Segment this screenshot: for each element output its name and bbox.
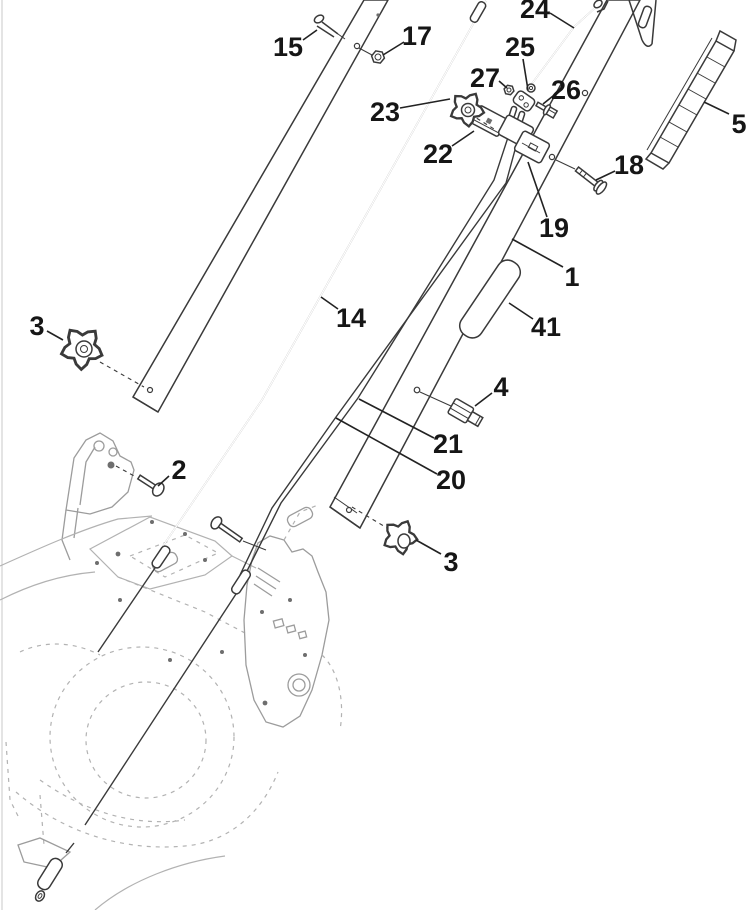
callout-label-4: 4 — [493, 372, 508, 402]
cable-24 — [526, 0, 603, 93]
leader-20 — [335, 417, 438, 475]
callout-label-14: 14 — [336, 303, 366, 333]
callout-label-15: 15 — [273, 32, 303, 62]
bolt-18-hole — [548, 153, 556, 161]
cable-end-fitting — [36, 857, 64, 891]
foam-pad-41 — [458, 259, 522, 339]
callout-label-20: 20 — [436, 465, 466, 495]
callout-label-41: 41 — [531, 312, 561, 342]
callout-label-3-right: 3 — [443, 547, 458, 577]
hex-nut-17 — [370, 50, 386, 64]
callout-label-17: 17 — [402, 21, 432, 51]
deck-bore — [19, 643, 235, 828]
leader-24 — [549, 12, 575, 29]
callouts: 24 15 17 25 27 26 23 22 5 18 19 1 41 14 … — [29, 0, 746, 577]
callout-label-21: 21 — [433, 429, 463, 459]
cable-conduit-14 — [97, 0, 487, 653]
callout-label-24: 24 — [520, 0, 550, 24]
callout-label-19: 19 — [539, 213, 569, 243]
callout-label-25: 25 — [505, 32, 535, 62]
leader-14 — [320, 296, 339, 310]
star-knob-3-left — [57, 321, 145, 388]
bolt-18 — [555, 159, 608, 195]
leader-17 — [382, 41, 405, 56]
leader-3-left — [46, 330, 64, 341]
leader-41 — [508, 302, 534, 320]
clamp-assembly — [448, 84, 559, 164]
callout-label-3-left: 3 — [29, 311, 44, 341]
star-knob-3-right — [351, 506, 421, 558]
leader-21 — [358, 398, 435, 439]
star-knob-23 — [448, 88, 489, 130]
tube-hole — [353, 42, 361, 50]
upper-tube-stub — [628, 0, 657, 47]
leader-lines — [46, 12, 730, 555]
deck-left-bracket — [61, 432, 135, 561]
leader-26 — [542, 95, 554, 105]
grip-rungs — [659, 56, 726, 148]
callout-label-23: 23 — [370, 97, 400, 127]
tube-notch — [596, 0, 609, 13]
deck-right-bracket — [243, 504, 343, 731]
cable-24-eyelet — [593, 0, 603, 9]
cable-lower-run — [34, 569, 252, 902]
leader-3-right — [415, 539, 442, 555]
cable-clamp-25 — [512, 90, 536, 112]
deck-bottom-rim — [5, 741, 279, 910]
leader-22 — [451, 130, 475, 147]
cable-connector — [230, 569, 252, 595]
leader-23 — [399, 98, 451, 109]
hand-grip-5 — [644, 29, 737, 170]
cable-14-connector — [151, 545, 171, 569]
callout-label-2: 2 — [171, 455, 186, 485]
carriage-bolt-right — [210, 516, 267, 551]
flange-nut-27 — [503, 84, 515, 96]
mower-deck — [0, 432, 343, 910]
callout-label-1: 1 — [564, 262, 579, 292]
leader-18 — [595, 170, 616, 181]
leader-4 — [474, 392, 493, 407]
left-handle-tube — [131, 0, 389, 414]
cable-clip-15 — [313, 14, 346, 40]
tube-hole — [581, 89, 589, 97]
leader-2 — [157, 475, 170, 487]
callout-label-5: 5 — [731, 109, 746, 139]
carriage-bolt-2 — [115, 465, 165, 497]
leader-27 — [498, 80, 508, 89]
leader-1 — [511, 238, 564, 268]
cable-14-top-barrel — [469, 1, 487, 23]
callout-label-27: 27 — [470, 63, 500, 93]
callout-label-26: 26 — [551, 75, 581, 105]
leader-25 — [522, 58, 529, 91]
handle-boss-right — [286, 506, 314, 528]
callout-label-18: 18 — [614, 150, 644, 180]
right-handle-tube — [329, 0, 641, 530]
leader-19 — [527, 161, 548, 218]
cable-end-loop — [34, 890, 46, 902]
callout-label-22: 22 — [423, 139, 453, 169]
tube-hole — [345, 506, 353, 514]
cable-guide-19 — [497, 114, 551, 164]
leader-5 — [703, 101, 730, 115]
stub-cable-barrel — [637, 5, 653, 29]
tube-hole — [146, 386, 154, 394]
bolt-26 — [534, 101, 559, 119]
deck-top-surface — [0, 506, 314, 662]
cable-adjuster-4 — [413, 386, 484, 428]
bolt-hole — [107, 461, 115, 469]
leader-15 — [302, 29, 318, 41]
